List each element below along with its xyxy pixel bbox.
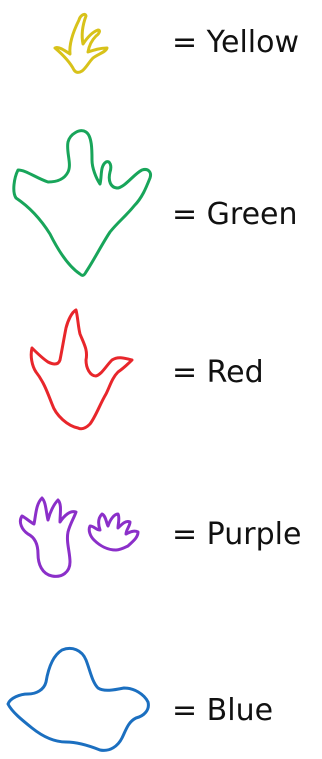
legend-label-red: = Red: [172, 358, 264, 388]
purple-footprint-left-outline: [20, 498, 76, 576]
legend-label-purple: = Purple: [172, 520, 301, 550]
legend-row-yellow: = Yellow: [0, 0, 322, 90]
legend-row-blue: = Blue: [0, 640, 322, 750]
clawed-three-toed-footprint-icon: [28, 308, 138, 430]
purple-footprint-right-outline: [89, 514, 138, 550]
large-three-toed-footprint-icon: [10, 126, 155, 276]
yellow-footprint-outline: [55, 14, 107, 72]
legend-label-blue: = Blue: [172, 696, 273, 726]
round-footprint-icon: [4, 646, 154, 752]
legend-row-green: = Green: [0, 120, 322, 280]
legend-row-purple: = Purple: [0, 480, 322, 590]
legend-label-yellow: = Yellow: [172, 28, 299, 58]
blue-footprint-outline: [8, 648, 148, 750]
red-footprint-outline: [31, 310, 132, 429]
legend-label-green: = Green: [172, 200, 298, 230]
legend-row-red: = Red: [0, 300, 322, 440]
green-footprint-outline: [14, 131, 151, 276]
small-three-toed-footprint-icon: [52, 10, 110, 74]
paired-footprints-icon: [18, 494, 144, 578]
